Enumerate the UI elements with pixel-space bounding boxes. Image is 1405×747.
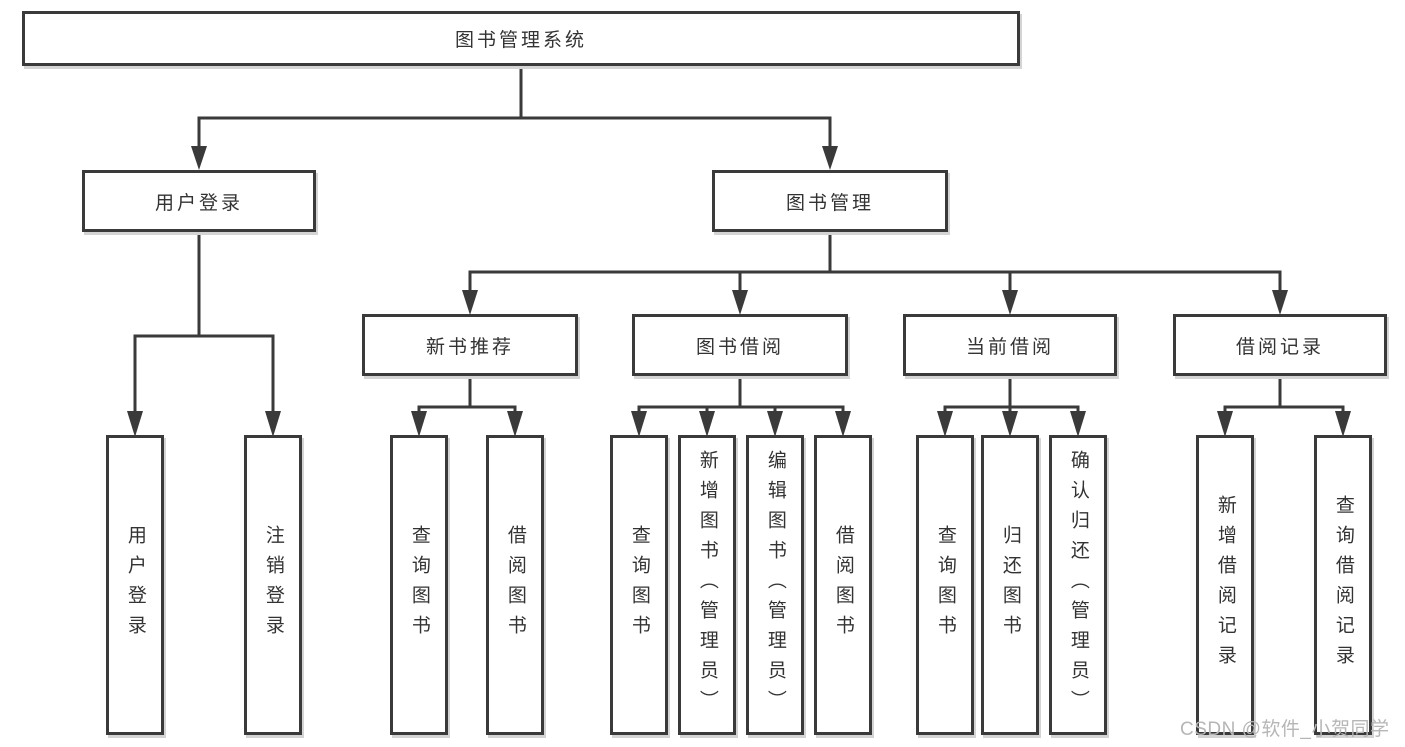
leaf-user-login-label: 用户登录 xyxy=(124,525,146,645)
leaf-borrow-book-label: 借阅图书 xyxy=(832,525,854,645)
leaf-add-borrow-record: 新增借阅记录 xyxy=(1196,435,1254,735)
arrowhead xyxy=(1272,290,1288,315)
leaf-borrow-query-books: 查询图书 xyxy=(610,435,668,735)
node-book-management-label: 图书管理 xyxy=(785,192,874,214)
arrowhead xyxy=(127,411,143,437)
leaf-add-book-admin-label: 新增图书（管理员） xyxy=(696,450,718,720)
leaf-newbooks-borrow-books-label: 借阅图书 xyxy=(504,525,526,645)
watermark: CSDN @软件_小贺同学 xyxy=(1180,719,1390,740)
arrowhead xyxy=(835,411,851,437)
leaf-newbooks-query-books-label: 查询图书 xyxy=(408,525,430,645)
leaf-edit-book-admin-label: 编辑图书（管理员） xyxy=(764,450,786,720)
leaf-query-borrow-record-label: 查询借阅记录 xyxy=(1332,495,1354,675)
node-book-management: 图书管理 xyxy=(712,170,948,232)
leaf-return-book-label: 归还图书 xyxy=(999,525,1021,645)
leaf-current-query-books: 查询图书 xyxy=(916,435,974,735)
leaf-edit-book-admin: 编辑图书（管理员） xyxy=(746,435,804,735)
arrowhead xyxy=(1335,411,1351,437)
node-current-borrow: 当前借阅 xyxy=(903,314,1117,376)
arrowhead xyxy=(732,290,748,315)
leaf-logout-label: 注销登录 xyxy=(262,525,284,645)
arrowhead xyxy=(1002,411,1018,437)
node-borrow-records: 借阅记录 xyxy=(1173,314,1387,376)
leaf-logout: 注销登录 xyxy=(244,435,302,735)
arrowhead xyxy=(507,411,523,437)
arrowhead xyxy=(1217,411,1233,437)
leaf-newbooks-query-books: 查询图书 xyxy=(390,435,448,735)
arrowhead xyxy=(822,146,838,170)
node-root-label: 图书管理系统 xyxy=(454,30,587,51)
leaf-add-book-admin: 新增图书（管理员） xyxy=(678,435,736,735)
node-root: 图书管理系统 xyxy=(22,11,1020,66)
leaf-borrow-query-books-label: 查询图书 xyxy=(628,525,650,645)
arrowhead xyxy=(937,411,953,437)
node-user-login: 用户登录 xyxy=(82,170,316,232)
leaf-return-book: 归还图书 xyxy=(981,435,1039,735)
arrowhead xyxy=(265,411,281,437)
leaf-confirm-return-admin-label: 确认归还（管理员） xyxy=(1067,450,1089,720)
arrowhead xyxy=(699,411,715,437)
arrowhead xyxy=(1070,411,1086,437)
arrowhead xyxy=(191,146,207,170)
arrowhead xyxy=(411,411,427,437)
node-book-borrow-label: 图书借阅 xyxy=(695,336,784,358)
leaf-borrow-book: 借阅图书 xyxy=(814,435,872,735)
node-borrow-records-label: 借阅记录 xyxy=(1235,336,1324,358)
arrowhead xyxy=(631,411,647,437)
arrowhead xyxy=(1002,290,1018,315)
node-new-book-recommend: 新书推荐 xyxy=(362,314,578,376)
leaf-query-borrow-record: 查询借阅记录 xyxy=(1314,435,1372,735)
leaf-add-borrow-record-label: 新增借阅记录 xyxy=(1214,495,1236,675)
leaf-user-login: 用户登录 xyxy=(106,435,164,735)
node-new-book-recommend-label: 新书推荐 xyxy=(425,336,514,358)
node-current-borrow-label: 当前借阅 xyxy=(965,336,1054,358)
leaf-confirm-return-admin: 确认归还（管理员） xyxy=(1049,435,1107,735)
arrowhead xyxy=(767,411,783,437)
leaf-current-query-books-label: 查询图书 xyxy=(934,525,956,645)
node-book-borrow: 图书借阅 xyxy=(632,314,848,376)
arrowhead xyxy=(462,290,478,315)
leaf-newbooks-borrow-books: 借阅图书 xyxy=(486,435,544,735)
node-user-login-label: 用户登录 xyxy=(154,192,243,214)
